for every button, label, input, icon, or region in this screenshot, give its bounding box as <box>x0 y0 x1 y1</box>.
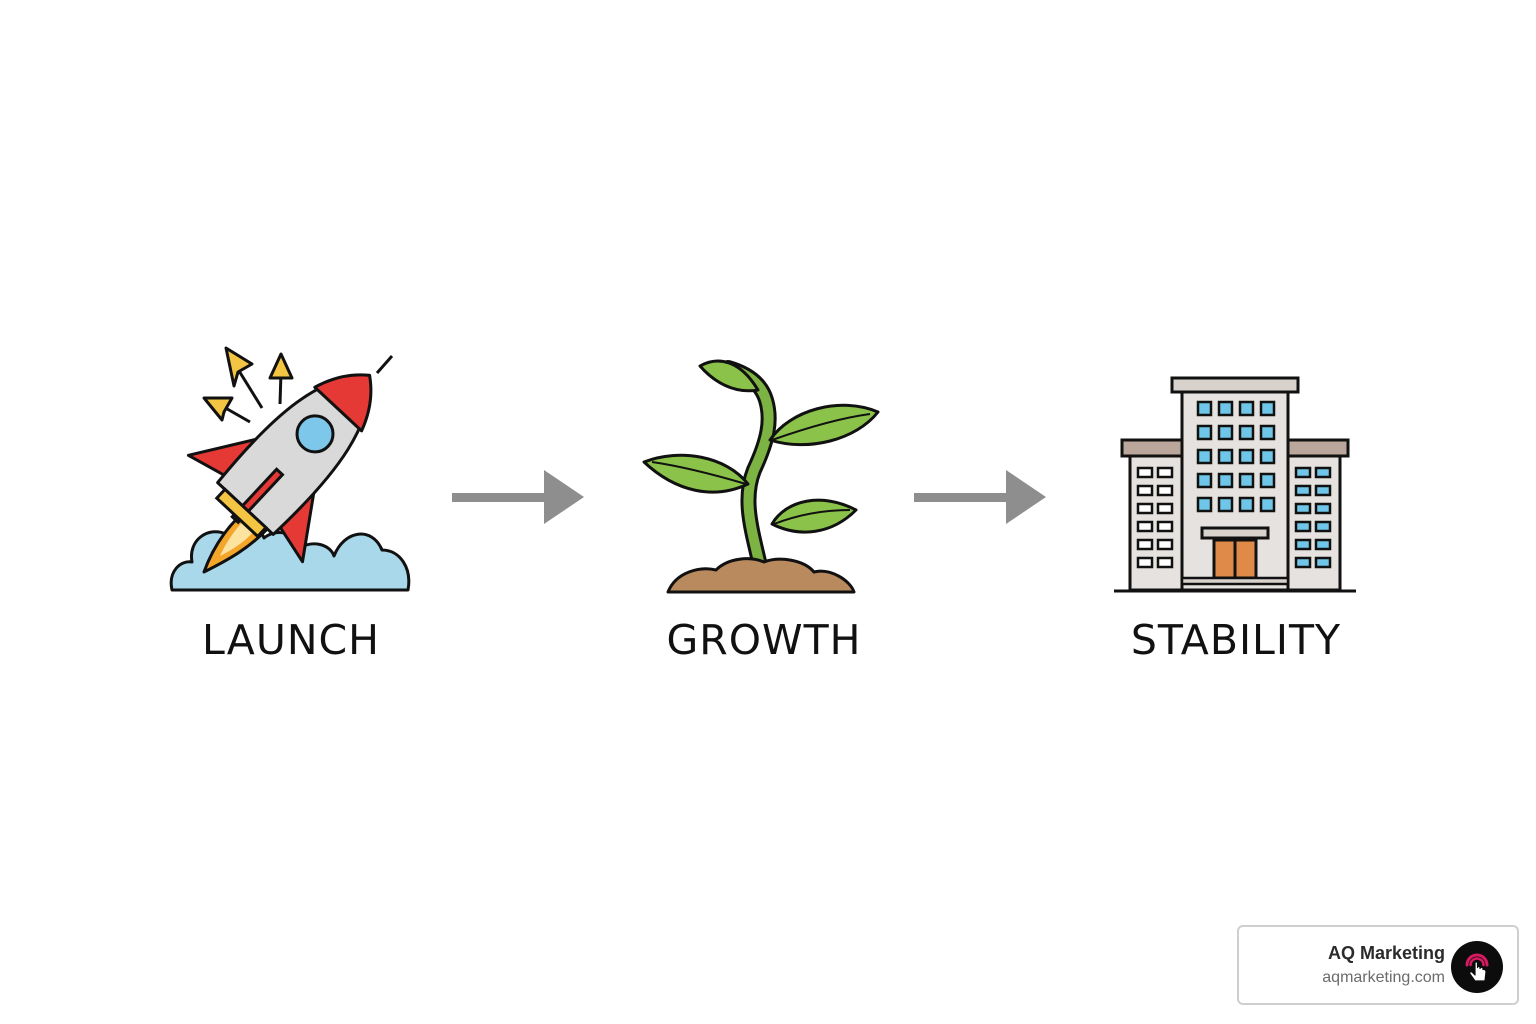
tap-hand-icon <box>1451 941 1503 993</box>
stage-label-growth: GROWTH <box>666 616 862 664</box>
stage-label-launch: LAUNCH <box>202 616 380 664</box>
cloud-shape <box>169 523 411 592</box>
stage-label-stability: STABILITY <box>1130 616 1342 664</box>
brand-name: AQ Marketing <box>1327 943 1445 963</box>
brand-card[interactable]: AQ Marketing aqmarketing.com <box>1237 925 1519 1005</box>
right-arrow-icon <box>452 470 584 524</box>
brand-url[interactable]: aqmarketing.com <box>1322 969 1445 986</box>
right-arrow-icon <box>914 470 1046 524</box>
